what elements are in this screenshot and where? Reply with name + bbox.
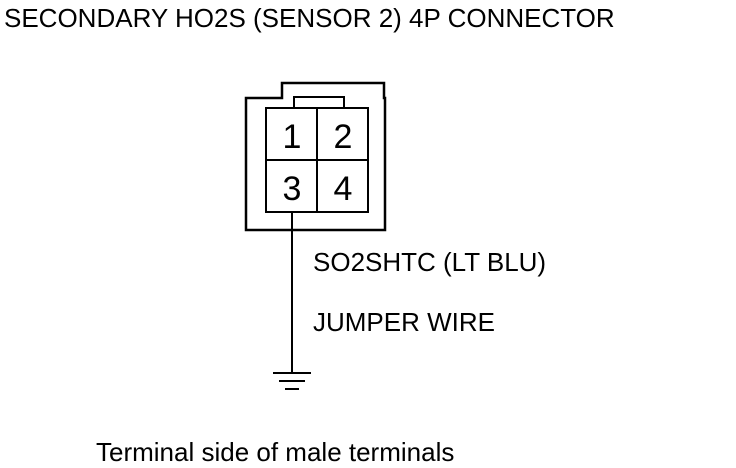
pin-2-number: 2 (334, 118, 353, 156)
ground-symbol-icon (273, 372, 311, 390)
diagram-title: SECONDARY HO2S (SENSOR 2) 4P CONNECTOR (4, 3, 615, 33)
terminal-view-caption: Terminal side of male terminals (96, 437, 455, 467)
pin-4-number: 4 (334, 170, 353, 208)
jumper-wire-label: JUMPER WIRE (313, 307, 495, 337)
wire-color-label: SO2SHTC (LT BLU) (313, 247, 547, 277)
connector-housing (244, 81, 387, 232)
pin-1-number: 1 (283, 118, 302, 156)
connector-pins: 1 2 3 4 (283, 118, 353, 208)
pin-3-number: 3 (283, 170, 302, 208)
